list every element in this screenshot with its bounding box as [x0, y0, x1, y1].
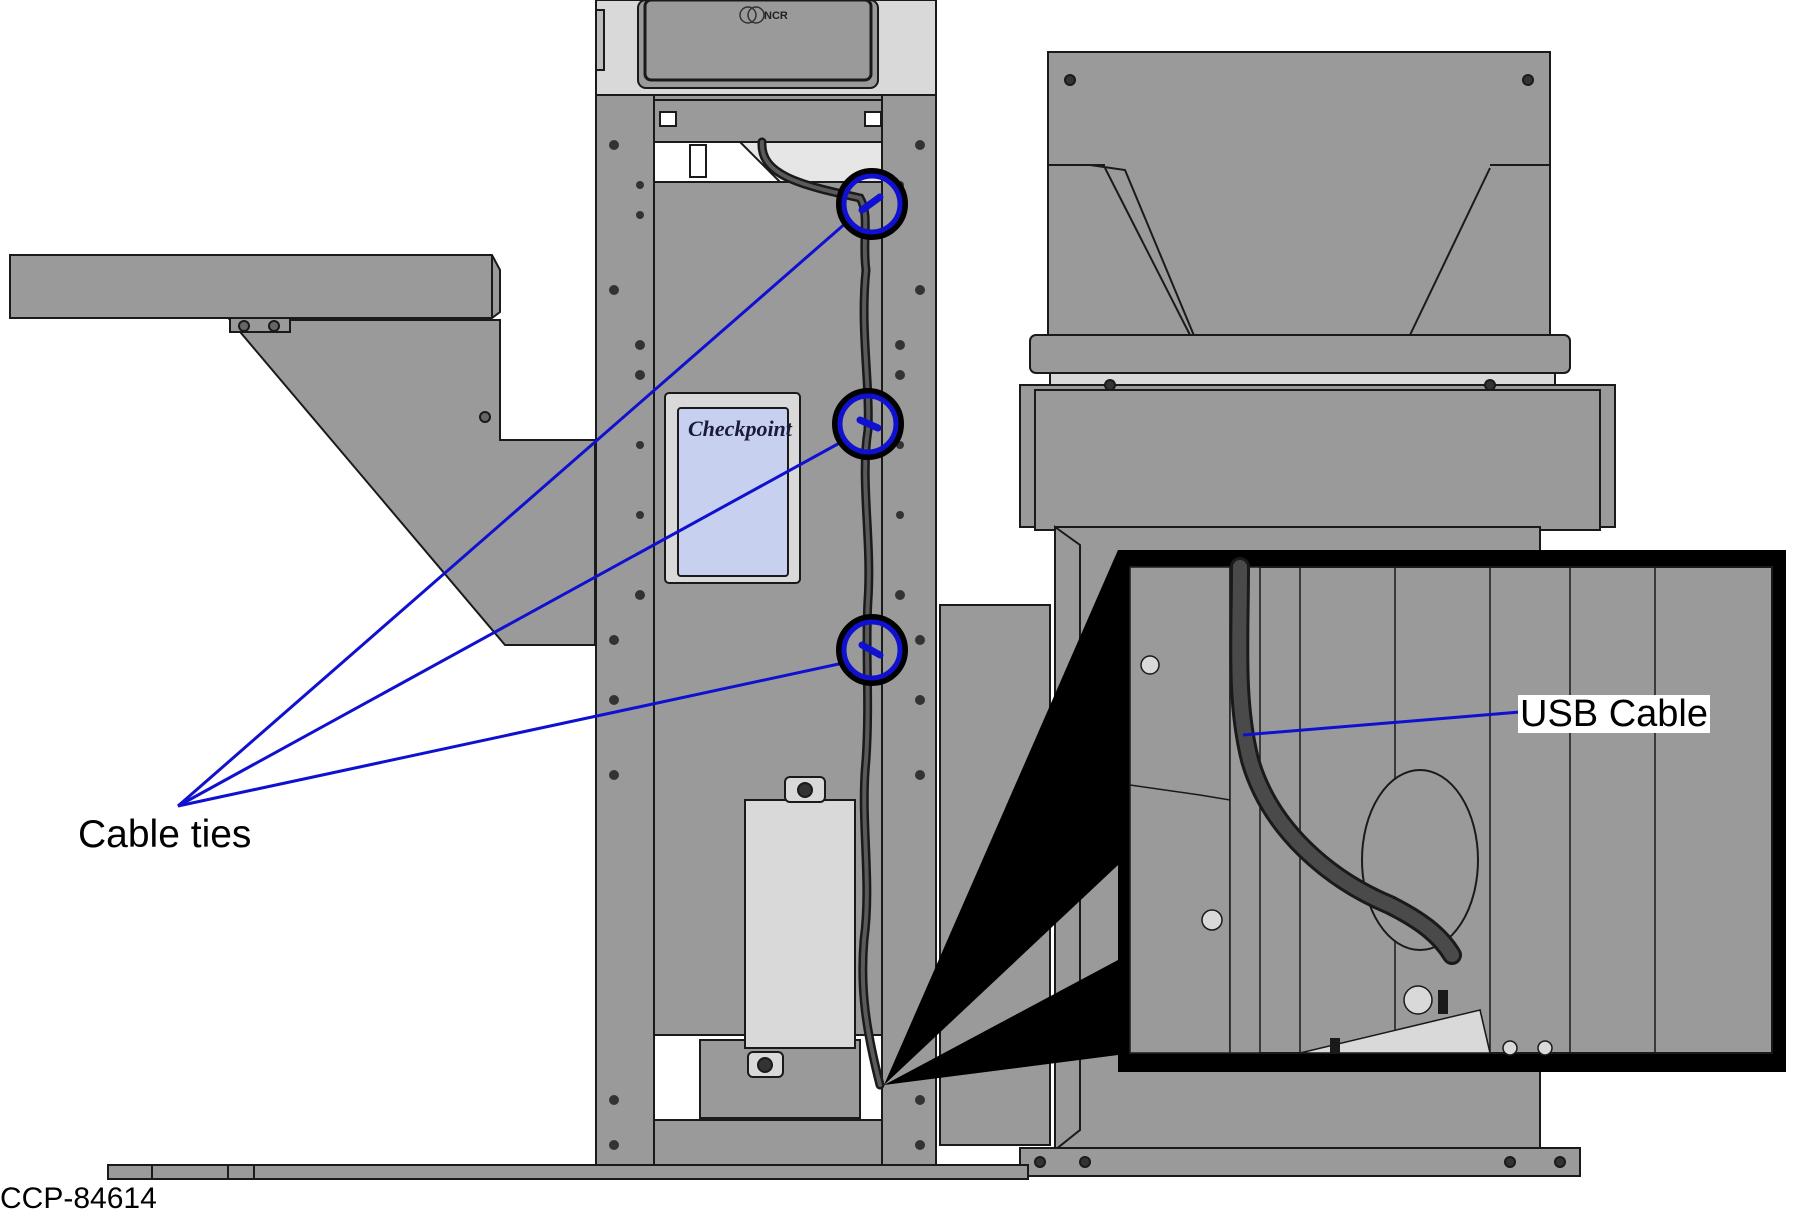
cable-ties-label: Cable ties	[78, 813, 252, 856]
top-head-unit	[595, 0, 937, 96]
left-shelf	[9, 254, 596, 646]
cable-tie-3	[858, 641, 884, 659]
cable-tie-1	[858, 193, 884, 214]
cable-tie-leader-2	[177, 438, 846, 808]
checkpoint-box	[664, 392, 801, 584]
cable-tie-2	[856, 416, 882, 432]
cable-tie-circle-3	[836, 614, 908, 686]
cable-tie-leader-3	[177, 660, 849, 808]
base-plate	[107, 1164, 1029, 1180]
zoom-inset	[884, 550, 1786, 1085]
cable-tie-leader-1	[177, 220, 848, 808]
figure-id: CCP-84614	[0, 1182, 157, 1215]
cable-tie-circle-1	[836, 168, 908, 240]
checkpoint-logo: Checkpoint	[688, 416, 793, 441]
tower-fasteners	[609, 140, 925, 1150]
ncr-logo: NCR	[764, 10, 788, 22]
usb-cable-label: USB Cable	[1518, 693, 1710, 735]
usb-cable-leader	[1242, 710, 1521, 737]
center-tower	[595, 94, 937, 1171]
cable-tie-circle-2	[832, 388, 904, 460]
cable-tie-callouts	[177, 168, 908, 808]
